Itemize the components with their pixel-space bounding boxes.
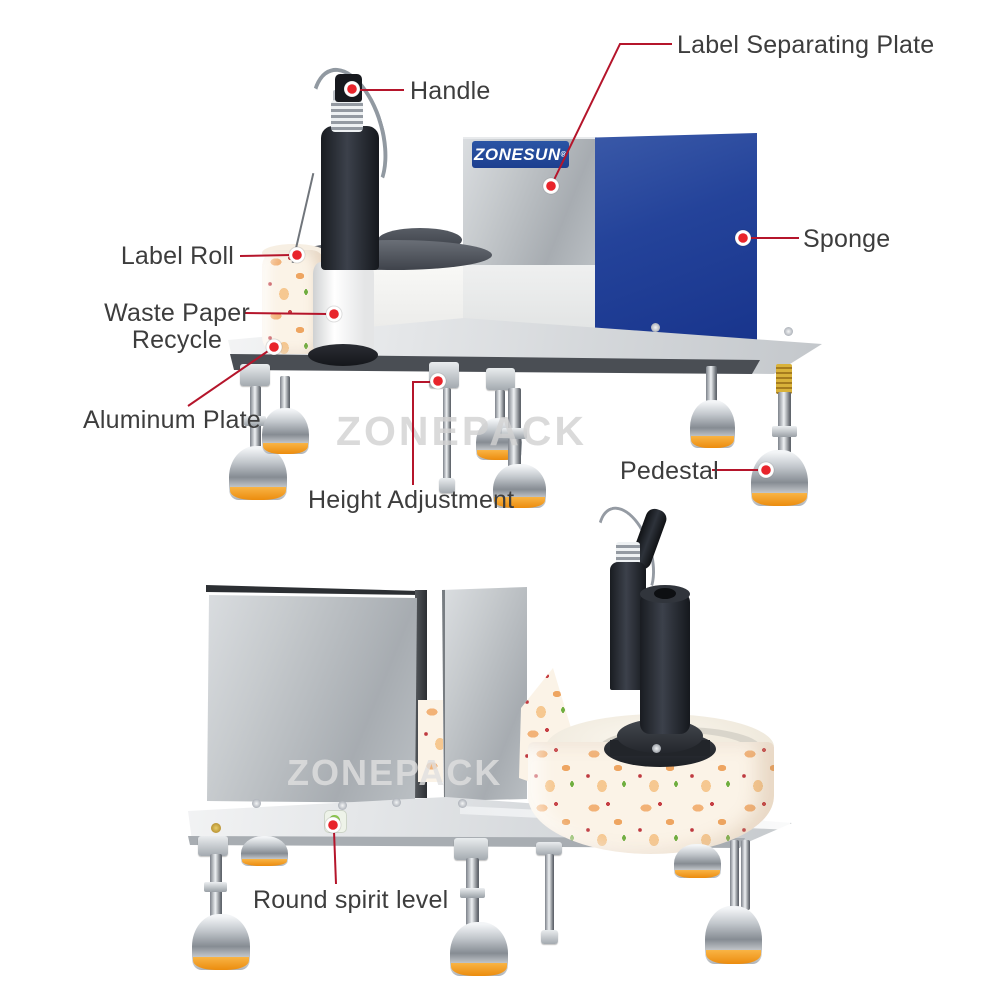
leg-collar: [460, 888, 485, 898]
plate-bolt: [338, 801, 347, 810]
callout-label-separating-plate: Label Separating Plate: [677, 31, 935, 59]
label-roll-band: [528, 742, 774, 854]
callout-waste-paper-line1: Waste Paper: [104, 299, 250, 327]
column-chrome-fitting: [331, 100, 363, 132]
pressing-plate-narrow: [442, 587, 527, 801]
plate-bolt: [458, 799, 467, 808]
watermark-bottom: ZONEPACK: [287, 752, 503, 793]
callout-round-spirit-level: Round spirit level: [253, 886, 449, 914]
screw-clamp: [536, 842, 562, 855]
sponge-panel: [595, 133, 757, 358]
pedestal-foot-rear: [674, 844, 721, 878]
gold-screw: [211, 823, 221, 833]
zonesun-logo: ZONESUN®: [472, 141, 569, 168]
leg-clamp: [240, 364, 270, 386]
callout-waste-paper-line2: Recycle: [131, 326, 223, 354]
callout-label-roll: Label Roll: [120, 242, 234, 270]
pedestal-foot: [751, 450, 808, 506]
pedestal-foot: [192, 914, 250, 970]
leg-clamp: [198, 836, 228, 856]
leg-rod: [741, 840, 750, 910]
spirit-level-bubble: [329, 815, 340, 826]
leg-rod: [730, 840, 739, 910]
rear-plate-dark-edge: [206, 585, 420, 595]
center-column: [321, 126, 379, 270]
registered-mark: ®: [560, 150, 568, 159]
leg-clamp: [486, 368, 515, 390]
pedestal-foot: [493, 464, 546, 508]
roll-holder-tube: [640, 592, 690, 734]
leg-collar: [204, 882, 227, 892]
leg-rod: [280, 376, 290, 416]
plate-bolt: [784, 327, 793, 336]
height-adjust-clamp: [429, 362, 459, 388]
plate-bolt: [651, 323, 660, 332]
leg-rod: [495, 390, 505, 426]
callout-waste-paper-recycle: Waste Paper Recycle: [91, 300, 263, 354]
pedestal-foot: [690, 400, 735, 448]
adjust-screw: [545, 854, 554, 932]
zonesun-logo-text: ZONESUN: [473, 144, 561, 164]
leg-collar: [244, 416, 266, 426]
roll-base-disc: [308, 344, 378, 366]
leg-collar: [772, 426, 797, 437]
leg-rod: [706, 366, 717, 406]
leg-collar: [502, 428, 527, 439]
watermark-top: ZONEPACK: [336, 408, 588, 454]
screw-nut: [541, 930, 558, 944]
leg-clamp: [454, 838, 488, 860]
pedestal-foot: [229, 446, 287, 500]
tube-hole: [654, 588, 676, 599]
pedestal-foot: [705, 906, 762, 964]
waste-paper-roll: [313, 262, 374, 356]
callout-pedestal: Pedestal: [620, 457, 719, 485]
leg-threaded-section: [776, 364, 792, 394]
label-tape-between-plates: [418, 700, 443, 782]
flange-bolt: [652, 744, 661, 753]
pedestal-foot-rear: [241, 836, 288, 866]
pressing-plate-large: [207, 595, 417, 803]
plate-bolt: [392, 798, 401, 807]
plate-bolt: [252, 799, 261, 808]
height-adjust-screw: [443, 388, 451, 480]
leg-rod: [778, 392, 791, 458]
callout-height-adjustment: Height Adjustment: [308, 486, 515, 514]
pedestal-foot: [450, 922, 508, 976]
callout-sponge: Sponge: [803, 225, 891, 253]
handle-cap: [335, 74, 362, 102]
callout-aluminum-plate: Aluminum Plate: [83, 406, 261, 434]
callout-handle: Handle: [410, 77, 491, 105]
pedestal-foot: [262, 408, 309, 454]
height-adjust-nut: [439, 478, 455, 493]
